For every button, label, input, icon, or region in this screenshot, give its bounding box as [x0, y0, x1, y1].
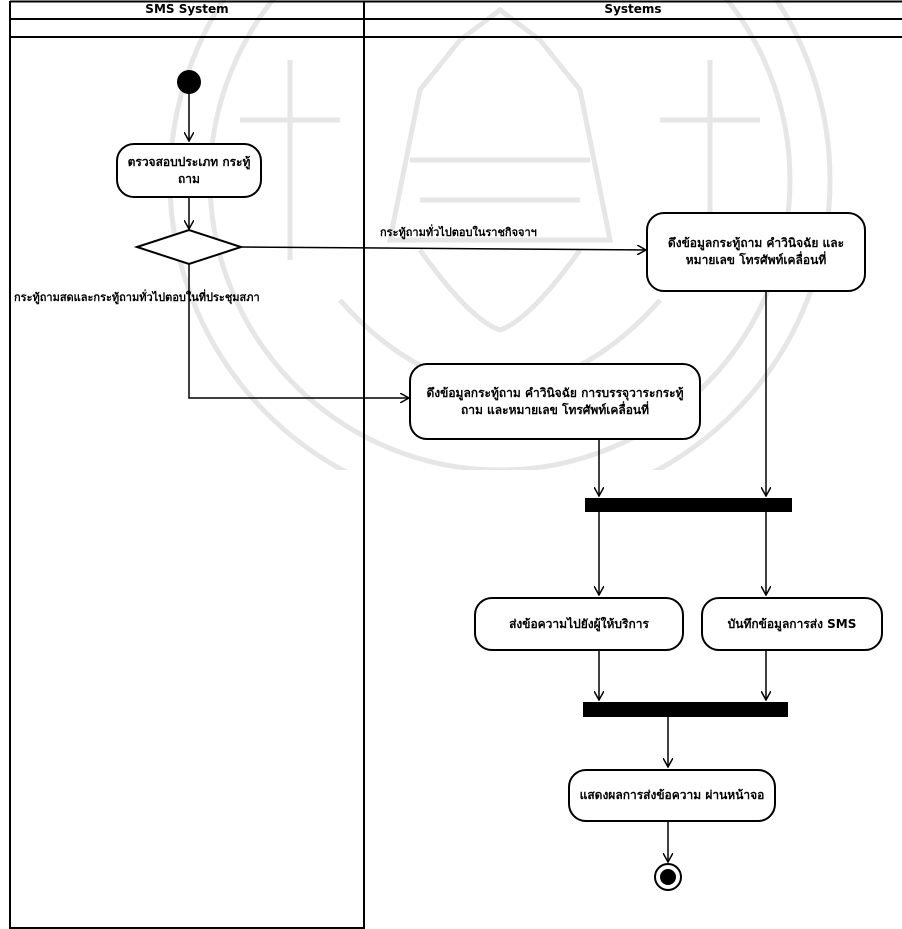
guard-to-meeting: กระทู้ถามสดและกระทู้ถามทั่วไปตอบในที่ประ…: [14, 291, 260, 304]
activity-send-provider: ส่งข้อความไปยังผู้ให้บริการ: [474, 597, 684, 651]
transitions: [189, 94, 766, 862]
swimlane-frame: [9, 0, 902, 929]
activity-show-result: แสดงผลการส่งข้อความ ผ่านหน้าจอ: [568, 769, 776, 822]
activity-fetch-ministry: ดึงข้อมูลกระทู้ถาม คำวินิจฉัย และหมายเลข…: [646, 212, 866, 292]
lane-title-sms-system: SMS System: [145, 2, 229, 16]
activity-save-log: บันทึกข้อมูลการส่ง SMS: [701, 597, 883, 651]
initial-node: [177, 70, 201, 94]
final-node: [654, 863, 682, 891]
guard-to-gazette: กระทู้ถามทั่วไปตอบในราชกิจจาฯ: [380, 226, 537, 239]
activity-check-type: ตรวจสอบประเภท กระทู้ถาม: [116, 143, 262, 198]
join-bar: [583, 702, 788, 717]
fork-bar: [585, 498, 792, 512]
activity-fetch-agenda: ดึงข้อมูลกระทู้ถาม คำวินิจฉัย การบรรจุวา…: [409, 363, 701, 440]
decision-node: [133, 228, 245, 266]
lane-title-systems: Systems: [604, 2, 662, 16]
